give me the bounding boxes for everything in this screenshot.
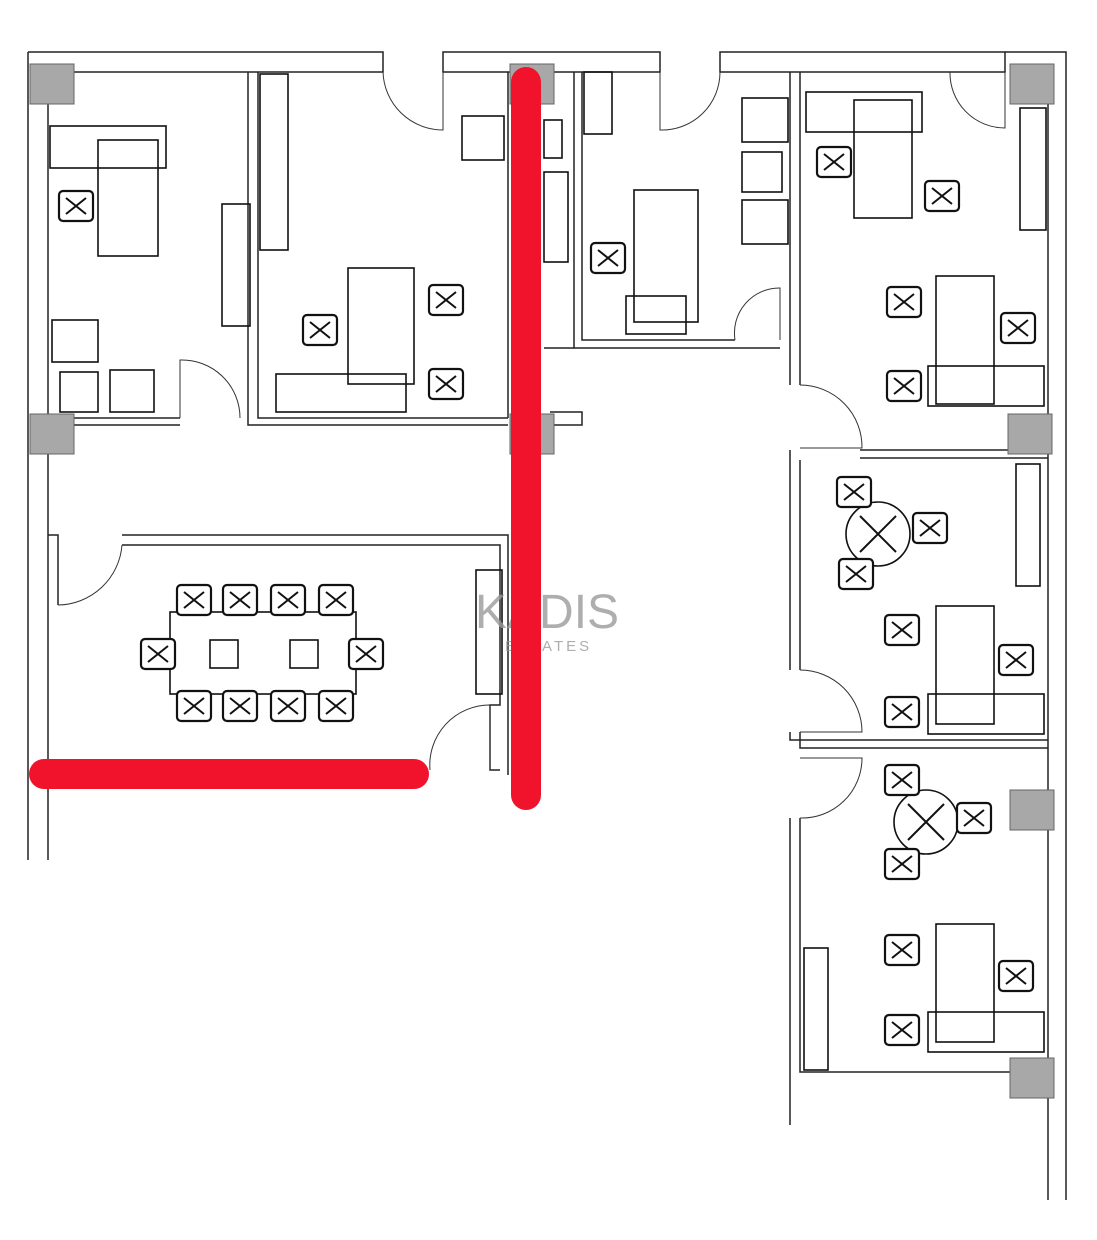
desk bbox=[475, 569, 503, 695]
highlighted-walls bbox=[29, 67, 541, 810]
chair-detail bbox=[325, 591, 347, 609]
chair-detail bbox=[435, 291, 457, 309]
table-equipment bbox=[209, 639, 239, 669]
column bbox=[1009, 63, 1055, 105]
desk bbox=[59, 371, 99, 413]
desk bbox=[461, 115, 505, 161]
chair-detail bbox=[893, 377, 915, 395]
chair-detail bbox=[891, 855, 913, 873]
desk bbox=[275, 373, 407, 413]
desk bbox=[543, 119, 563, 159]
chair-detail bbox=[891, 941, 913, 959]
chair-detail bbox=[65, 197, 87, 215]
desk bbox=[741, 97, 789, 143]
desk bbox=[935, 923, 995, 1043]
desk bbox=[935, 275, 995, 405]
desk bbox=[347, 267, 415, 385]
desk bbox=[927, 365, 1045, 407]
structural-columns bbox=[29, 63, 1055, 1099]
column bbox=[29, 63, 75, 105]
chair-detail bbox=[893, 293, 915, 311]
chair-detail bbox=[919, 519, 941, 537]
column bbox=[1009, 789, 1055, 831]
watermark: KADIS ESTATES bbox=[475, 586, 619, 655]
desk bbox=[1019, 107, 1047, 231]
chair-detail bbox=[963, 809, 985, 827]
chair-detail bbox=[229, 591, 251, 609]
chair-detail bbox=[891, 771, 913, 789]
desk bbox=[51, 319, 99, 363]
desk bbox=[169, 611, 357, 695]
watermark-brand: KADIS bbox=[475, 586, 619, 639]
chair-detail bbox=[891, 621, 913, 639]
chair-detail bbox=[355, 645, 377, 663]
furniture bbox=[49, 71, 1047, 1071]
desk bbox=[49, 125, 167, 169]
column bbox=[1009, 1057, 1055, 1099]
desk bbox=[633, 189, 699, 323]
chair-detail bbox=[1007, 319, 1029, 337]
desk bbox=[741, 199, 789, 245]
chair-detail bbox=[277, 697, 299, 715]
desk bbox=[741, 151, 783, 193]
desk bbox=[805, 91, 923, 133]
walls bbox=[27, 51, 1067, 1200]
desk bbox=[583, 71, 613, 135]
table-base bbox=[859, 515, 897, 553]
chair-detail bbox=[309, 321, 331, 339]
chair-detail bbox=[435, 375, 457, 393]
desk bbox=[259, 73, 289, 251]
desk bbox=[1015, 463, 1041, 587]
chair-detail bbox=[891, 703, 913, 721]
chair-detail bbox=[1005, 651, 1027, 669]
table-equipment bbox=[289, 639, 319, 669]
chair-detail bbox=[183, 697, 205, 715]
door-swings bbox=[57, 71, 1006, 819]
chair-detail bbox=[277, 591, 299, 609]
desk bbox=[625, 295, 687, 335]
desk bbox=[97, 139, 159, 257]
desk bbox=[853, 99, 913, 219]
round-table bbox=[845, 501, 911, 567]
column bbox=[1007, 413, 1053, 455]
desk bbox=[927, 1011, 1045, 1053]
desk bbox=[109, 369, 155, 413]
chair-detail bbox=[823, 153, 845, 171]
desk bbox=[221, 203, 251, 327]
chair-detail bbox=[843, 483, 865, 501]
desk bbox=[935, 605, 995, 725]
chair-detail bbox=[891, 1021, 913, 1039]
chair-detail bbox=[229, 697, 251, 715]
desk bbox=[543, 171, 569, 263]
chair-detail bbox=[1005, 967, 1027, 985]
desk bbox=[803, 947, 829, 1071]
column bbox=[29, 413, 75, 455]
chair-detail bbox=[183, 591, 205, 609]
chair-detail bbox=[845, 565, 867, 583]
desk bbox=[927, 693, 1045, 735]
chair-detail bbox=[931, 187, 953, 205]
chair-detail bbox=[597, 249, 619, 267]
chair-detail bbox=[325, 697, 347, 715]
table-base bbox=[907, 803, 945, 841]
chair-detail bbox=[147, 645, 169, 663]
